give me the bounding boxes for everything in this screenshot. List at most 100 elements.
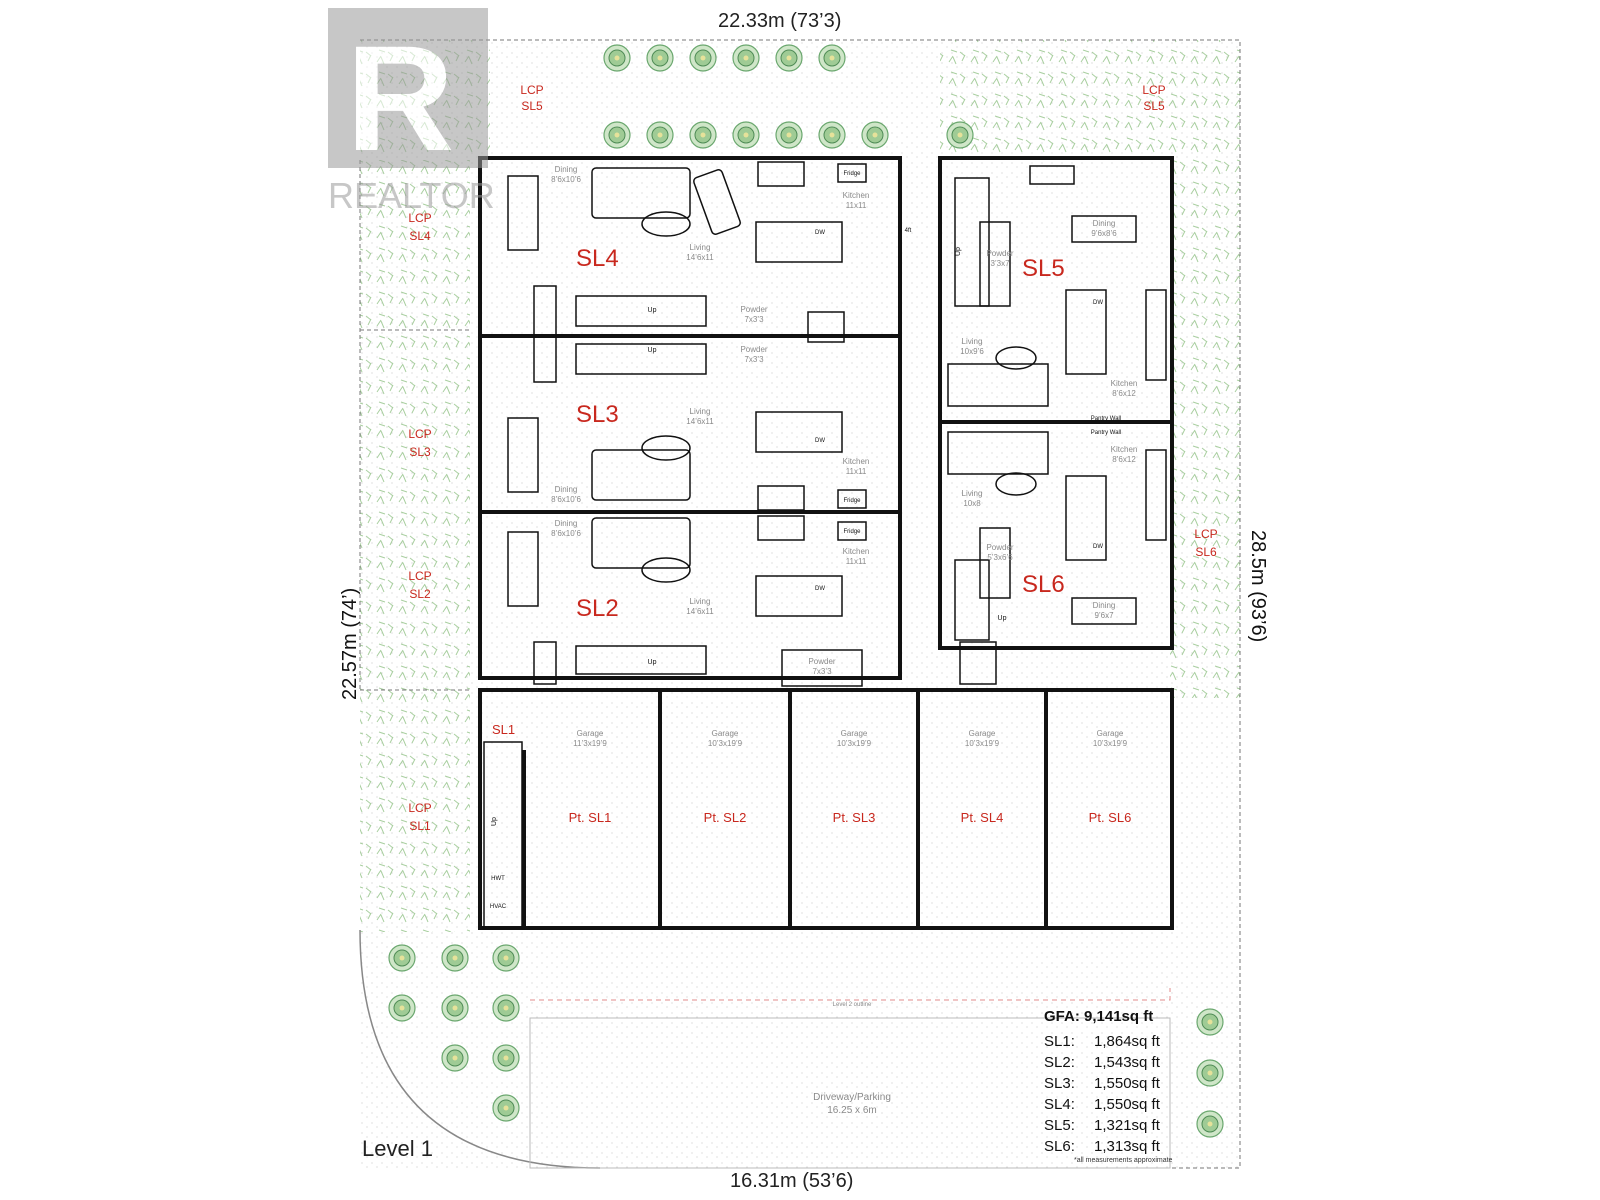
garage-2-owner: Pt. SL2 xyxy=(704,810,747,825)
garage-1-label: Garage xyxy=(577,729,604,738)
garage-3-size: 10’3x19’9 xyxy=(837,739,872,748)
room-sl2-powder: Powder xyxy=(808,657,835,666)
gfa-row: SL3:1,550sq ft xyxy=(1044,1073,1172,1094)
dim-left: 22.57m (74’) xyxy=(339,588,361,700)
gfa-row: SL5: 1,321sq ft xyxy=(1044,1115,1172,1136)
dw-label-sl2: DW xyxy=(815,586,825,592)
ft-label: 4ft xyxy=(905,228,912,234)
lcp-left-grass xyxy=(360,160,470,692)
gfa-row-unit: SL5: xyxy=(1044,1117,1075,1134)
gfa-row-unit: SL1: xyxy=(1044,1033,1075,1050)
gfa-row-area: 1,321sq ft xyxy=(1094,1117,1160,1134)
lcp-sl3-1: LCP xyxy=(408,427,431,441)
gfa-row-area: 1,313sq ft xyxy=(1094,1138,1160,1155)
right-block-walls xyxy=(938,156,1174,650)
gfa-note: *all measurements approximate xyxy=(1074,1157,1173,1164)
room-sl2-kitchen-size: 11x11 xyxy=(846,557,867,566)
gfa-row-unit: SL6: xyxy=(1044,1138,1075,1155)
garage-4-size: 10’3x19’9 xyxy=(965,739,1000,748)
room-sl2-dining-size: 8’6x10’6 xyxy=(551,529,581,538)
room-sl4-living-size: 14’6x11 xyxy=(686,253,714,262)
dw-label-sl3: DW xyxy=(815,438,825,444)
lcp-sl2-1: LCP xyxy=(408,569,431,583)
driveway-label: Driveway/Parking xyxy=(813,1092,891,1103)
dw-label-sl6: DW xyxy=(1093,544,1103,550)
fridge-label-sl4: Fridge xyxy=(843,171,861,177)
room-sl3-powder: Powder xyxy=(740,345,767,354)
room-sl5-powder: Powder xyxy=(986,249,1013,258)
room-sl3-living-size: 14’6x11 xyxy=(686,417,714,426)
room-sl5-powder-size: 3’3x7 xyxy=(990,259,1010,268)
room-sl5-living: Living xyxy=(962,337,983,346)
garage-2-size: 10’3x19’9 xyxy=(708,739,743,748)
up-label-sl5: Up xyxy=(955,247,962,256)
room-sl3-dining-size: 8’6x10’6 xyxy=(551,495,581,504)
up-label-sl3: Up xyxy=(648,347,657,354)
planter-bottom-right xyxy=(1196,1008,1224,1138)
room-sl4-kitchen-size: 11x11 xyxy=(846,201,867,210)
furniture xyxy=(507,161,1167,687)
garage-5-label: Garage xyxy=(1097,729,1124,738)
garage-3-owner: Pt. SL3 xyxy=(833,810,876,825)
room-sl4-dining-size: 8’6x10’6 xyxy=(551,175,581,184)
room-sl5-kitchen-size: 8’6x12 xyxy=(1112,389,1136,398)
garage-block-walls xyxy=(478,688,1174,930)
fridge-label-sl3: Fridge xyxy=(843,498,861,504)
gfa-title: GFA: 9,141sq ft xyxy=(1044,1008,1154,1025)
room-sl5-kitchen: Kitchen xyxy=(1111,379,1138,388)
room-sl5-living-size: 10x9’6 xyxy=(960,347,984,356)
unit-label-sl4: SL4 xyxy=(576,245,619,272)
lcp-sl4-1: LCP xyxy=(408,211,431,225)
room-sl2-dining: Dining xyxy=(555,519,578,528)
lcp-sl3-2: SL3 xyxy=(409,445,431,459)
sl1-stair xyxy=(483,741,523,929)
room-sl6-kitchen: Kitchen xyxy=(1111,445,1138,454)
driveway-area xyxy=(529,1017,1171,1169)
lcp-sl5-right-grass xyxy=(940,40,1240,158)
lcp-sl1-grass xyxy=(360,692,470,932)
room-sl6-dining-size: 9’6x7 xyxy=(1094,611,1114,620)
garage-1-owner: Pt. SL1 xyxy=(569,810,612,825)
room-sl3-kitchen-size: 11x11 xyxy=(846,467,867,476)
site-gravel xyxy=(360,40,1240,1168)
room-sl6-powder-size: 5’3x6’6 xyxy=(987,553,1013,562)
room-sl3-dining: Dining xyxy=(555,485,578,494)
dw-label-sl4: DW xyxy=(815,230,825,236)
gfa-row-area: 1,550sq ft xyxy=(1094,1075,1160,1092)
gfa-row: SL6: 1,313sq ft xyxy=(1044,1136,1172,1157)
dw-label-sl5: DW xyxy=(1093,300,1103,306)
room-sl4-dining: Dining xyxy=(555,165,578,174)
up-label-sl4: Up xyxy=(648,307,657,314)
room-sl4-powder-size: 7x3’3 xyxy=(744,315,764,324)
lcp-sl6-2: SL6 xyxy=(1195,545,1217,559)
garage-3-label: Garage xyxy=(841,729,868,738)
hvac-label: HVAC xyxy=(490,904,507,910)
level2-outline xyxy=(530,988,1171,1001)
lcp-sl4-2: SL4 xyxy=(409,229,431,243)
realtor-logo-letter: R xyxy=(346,14,454,182)
lcp-sl5-left-1: LCP xyxy=(520,83,543,97)
lcp-sl6-1: LCP xyxy=(1194,527,1217,541)
level2-outline-label: Level 2 outline xyxy=(833,1002,872,1008)
gfa-row-unit: SL2: xyxy=(1044,1054,1075,1071)
up-label-sl1: Up xyxy=(491,817,498,826)
lcp-sl2-2: SL2 xyxy=(409,587,431,601)
dim-bottom: 16.31m (53’6) xyxy=(730,1170,854,1192)
room-sl3-living: Living xyxy=(690,407,711,416)
dim-right: 28.5m (93’6) xyxy=(1247,530,1269,642)
room-sl2-powder-size: 7x3’3 xyxy=(812,667,832,676)
unit-label-sl6: SL6 xyxy=(1022,571,1065,598)
garage-4-owner: Pt. SL4 xyxy=(961,810,1004,825)
room-sl3-powder-size: 7x3’3 xyxy=(744,355,764,364)
gfa-row: SL2:1,543sq ft xyxy=(1044,1052,1172,1073)
garage-5-owner: Pt. SL6 xyxy=(1089,810,1132,825)
room-sl5-dining: Dining xyxy=(1093,219,1116,228)
up-label-sl6: Up xyxy=(998,615,1007,622)
room-sl4-kitchen: Kitchen xyxy=(843,191,870,200)
lcp-right-grass xyxy=(1170,158,1240,698)
room-sl2-living: Living xyxy=(690,597,711,606)
lcp-sl5-right-2: SL5 xyxy=(1143,99,1165,113)
level-label: Level 1 xyxy=(362,1136,433,1161)
room-sl6-living-size: 10x8 xyxy=(963,499,981,508)
